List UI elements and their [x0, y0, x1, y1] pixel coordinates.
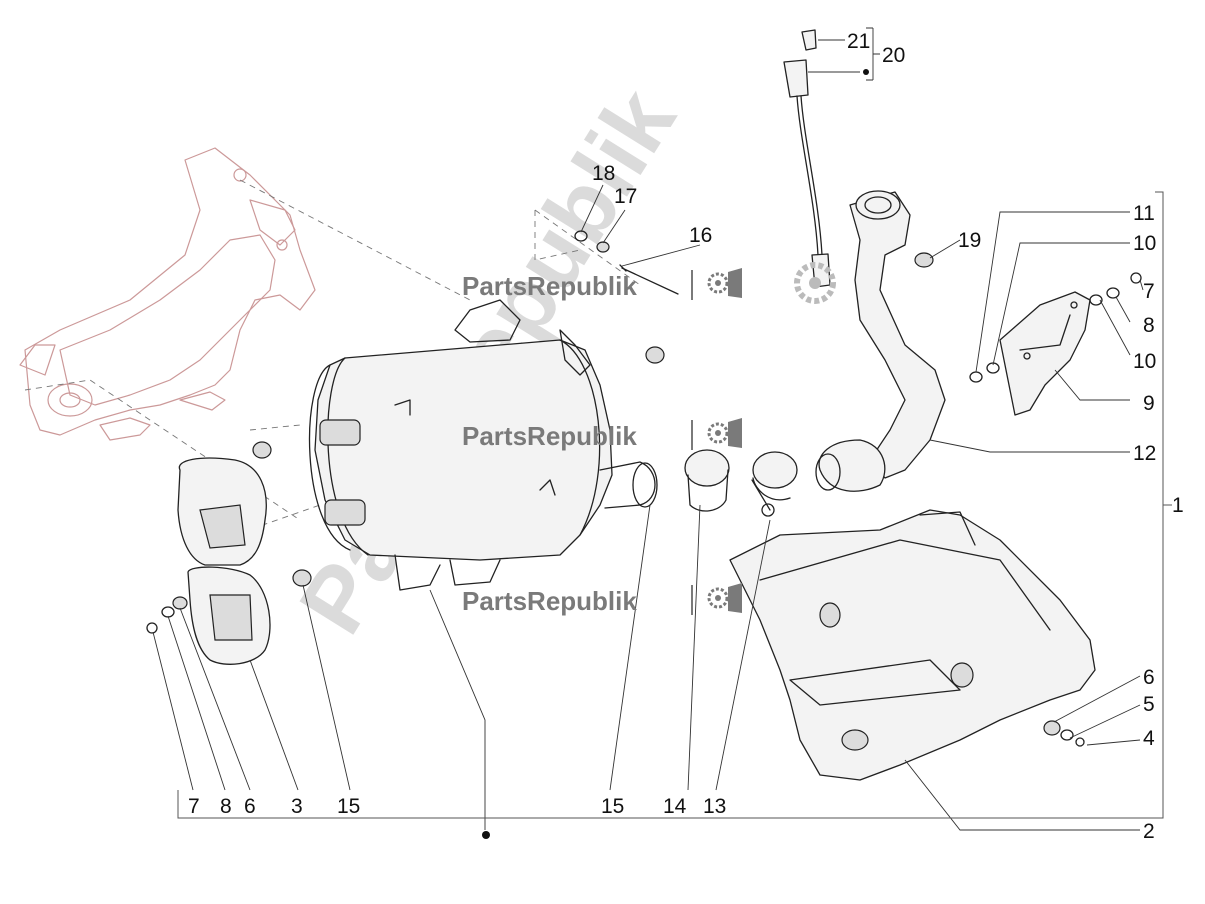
- callout-10-bottom: 10: [1133, 350, 1156, 373]
- callout-17: 17: [614, 185, 637, 208]
- assembly-frame: [177, 191, 1172, 819]
- watermark-row-1: PartsRepublik: [462, 268, 742, 301]
- gear-icon: [707, 272, 729, 294]
- exhaust-manifold: [815, 190, 946, 492]
- watermark-row-3: PartsRepublik: [462, 583, 742, 616]
- svg-text:PartsRepublik: PartsRepublik: [462, 421, 637, 451]
- callout-8-right: 8: [1143, 314, 1155, 337]
- callout-11: 11: [1133, 202, 1155, 225]
- callout-15-right: 15: [601, 795, 624, 818]
- flag-icon: [728, 268, 742, 298]
- flag-icon: [728, 418, 742, 448]
- callout-7-left: 7: [188, 795, 200, 818]
- callout-6-right: 6: [1143, 666, 1155, 689]
- callout-13: 13: [703, 795, 726, 818]
- gear-icon: [707, 422, 729, 444]
- left-fasteners: [146, 596, 188, 634]
- marker-dot-bottom: [482, 831, 490, 839]
- end-cap-cover: [177, 457, 271, 665]
- svg-text:PartsRepublik: PartsRepublik: [462, 271, 637, 301]
- callout-5: 5: [1143, 693, 1155, 716]
- callout-19: 19: [958, 229, 981, 252]
- watermark-row-2: PartsRepublik: [462, 418, 742, 451]
- flag-icon: [728, 583, 742, 613]
- callout-4: 4: [1143, 727, 1155, 750]
- chassis-frame-ghost: [19, 147, 316, 441]
- callout-9: 9: [1143, 392, 1155, 415]
- callout-6-left: 6: [244, 795, 256, 818]
- muffler-body: [308, 299, 658, 591]
- bolt-and-washers-top: [574, 230, 679, 295]
- svg-text:PartsRepublik: PartsRepublik: [462, 586, 637, 616]
- watermark-gear-large: [794, 262, 836, 304]
- callout-21: 21: [847, 30, 870, 53]
- callout-16: 16: [689, 224, 712, 247]
- heat-guard: [969, 272, 1142, 416]
- grommets: [252, 252, 934, 587]
- callout-8-left: 8: [220, 795, 232, 818]
- callout-12: 12: [1133, 442, 1156, 465]
- callout-10-top: 10: [1133, 232, 1156, 255]
- callout-2: 2: [1143, 820, 1155, 843]
- callout-1: 1: [1172, 494, 1184, 517]
- muffler-cover: [729, 509, 1096, 781]
- gear-icon: [707, 587, 729, 609]
- pipe-clamps: [684, 449, 798, 517]
- callout-14: 14: [663, 795, 687, 818]
- callout-15-left: 15: [337, 795, 360, 818]
- leader-lines: [152, 27, 1144, 831]
- lambda-sensor: [783, 29, 831, 288]
- marker-dot-sensor: [863, 69, 869, 75]
- right-fasteners: [1043, 720, 1085, 747]
- callout-3: 3: [291, 795, 303, 818]
- callout-7-right: 7: [1143, 280, 1155, 303]
- callout-18: 18: [592, 162, 615, 185]
- callout-labels: 1 2 3 4 5 6 6 7 7 8 8 9 10 10 11 12 13 1…: [188, 30, 1184, 843]
- callout-20: 20: [882, 44, 905, 67]
